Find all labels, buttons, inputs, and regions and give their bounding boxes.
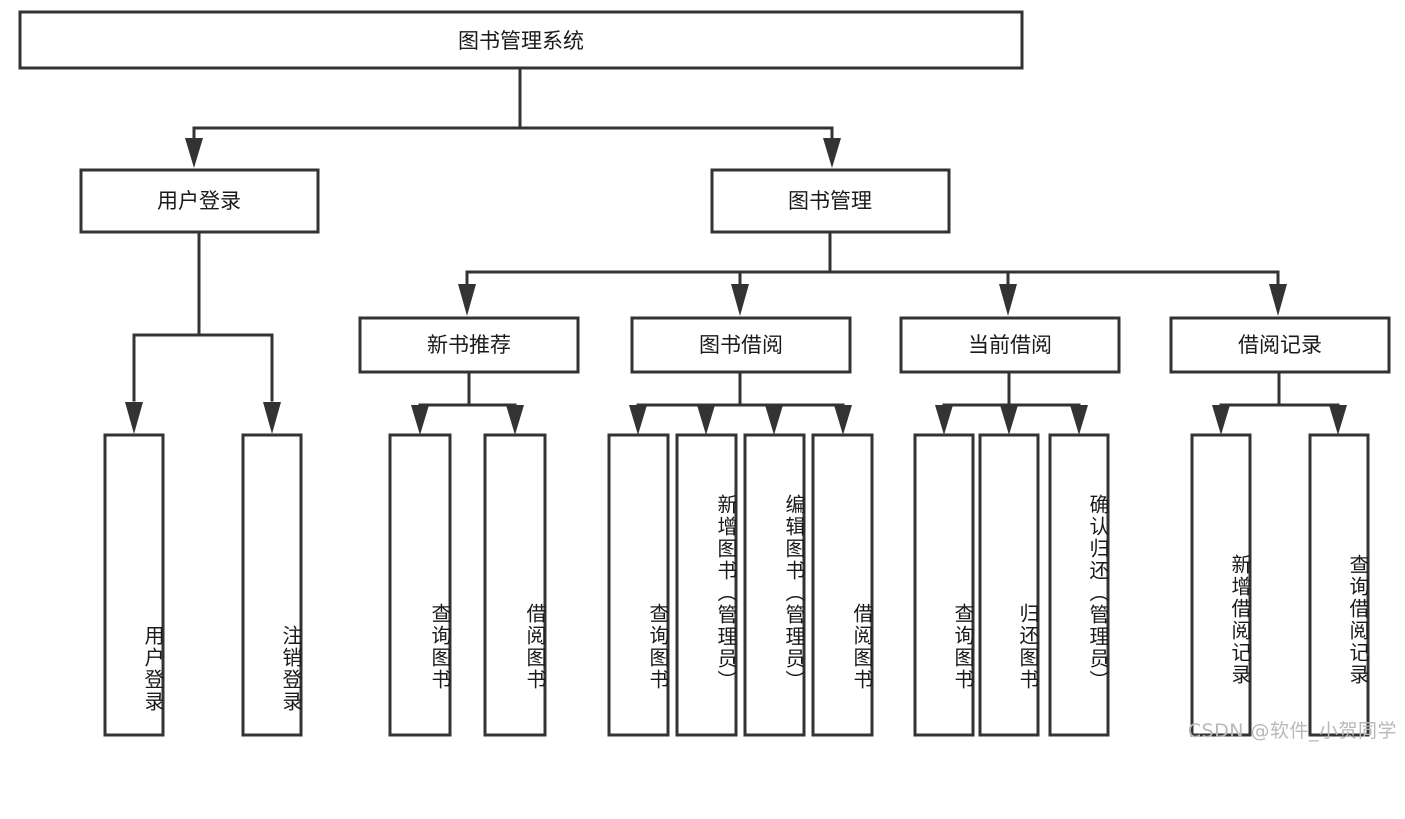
node-book-borrow-label: 图书借阅 [699, 333, 783, 357]
connector-userlogin-to-leaves [125, 230, 281, 434]
leaf-box-new-book-1[interactable] [388, 433, 452, 737]
diagram-svg: 图书管理系统 用户登录 图书管理 新书推荐 图书借阅 当前借阅 借阅记录 [18, 10, 1391, 737]
node-borrow-record[interactable]: 借阅记录 [1169, 316, 1391, 374]
arrow-head-icon [935, 405, 953, 435]
leaf-box-user-login-2[interactable] [241, 433, 303, 737]
node-root[interactable]: 图书管理系统 [18, 10, 1024, 70]
node-book-management[interactable]: 图书管理 [710, 168, 951, 234]
arrow-head-icon [697, 405, 715, 435]
connector-bookmgmt-to-level3 [458, 230, 1287, 316]
arrow-head-icon [506, 405, 524, 435]
node-book-management-label: 图书管理 [788, 189, 872, 213]
connector-borrowrecord-to-leaves [1212, 370, 1347, 435]
arrow-head-icon [823, 138, 841, 168]
arrow-head-icon [125, 402, 143, 434]
watermark-text: CSDN @软件_小贺同学 [1187, 720, 1397, 742]
leaf-box-new-book-2[interactable] [483, 433, 547, 737]
node-current-borrow-label: 当前借阅 [968, 333, 1052, 357]
arrow-head-icon [263, 402, 281, 434]
arrow-head-icon [629, 405, 647, 435]
node-new-book-recommend-label: 新书推荐 [427, 333, 511, 357]
arrow-head-icon [731, 284, 749, 316]
leaf-box-borrow-record-2[interactable] [1308, 433, 1370, 737]
node-root-label: 图书管理系统 [458, 29, 584, 53]
connector-newbook-to-leaves [411, 370, 524, 435]
arrow-head-icon [411, 405, 429, 435]
arrow-head-icon [999, 284, 1017, 316]
node-current-borrow[interactable]: 当前借阅 [899, 316, 1121, 374]
node-book-borrow[interactable]: 图书借阅 [630, 316, 852, 374]
node-borrow-record-label: 借阅记录 [1238, 333, 1322, 357]
node-user-login[interactable]: 用户登录 [79, 168, 320, 234]
arrow-head-icon [1329, 405, 1347, 435]
connector-currentborrow-to-leaves [935, 370, 1088, 435]
node-new-book-recommend[interactable]: 新书推荐 [358, 316, 580, 374]
arrow-head-icon [185, 138, 203, 168]
node-user-login-label: 用户登录 [157, 189, 241, 213]
leaf-box-borrow-record-1[interactable] [1190, 433, 1252, 737]
leaf-box-current-borrow-1[interactable] [913, 433, 975, 737]
leaf-box-current-borrow-2[interactable] [978, 433, 1040, 737]
leaf-box-user-login-1[interactable] [103, 433, 165, 737]
leaf-box-book-borrow-3[interactable] [743, 433, 806, 737]
leaf-box-book-borrow-4[interactable] [811, 433, 874, 737]
arrow-head-icon [1269, 284, 1287, 316]
diagram-canvas: 图书管理系统 用户登录 图书管理 新书推荐 图书借阅 当前借阅 借阅记录 [18, 10, 1397, 742]
arrow-head-icon [1000, 405, 1018, 435]
leaf-box-current-borrow-3[interactable] [1048, 433, 1110, 737]
arrow-head-icon [765, 405, 783, 435]
arrow-head-icon [458, 284, 476, 316]
connector-root-to-level2 [185, 66, 841, 168]
connector-bookborrow-to-leaves [629, 370, 852, 435]
leaf-box-book-borrow-2[interactable] [675, 433, 738, 737]
arrow-head-icon [1070, 405, 1088, 435]
arrow-head-icon [1212, 405, 1230, 435]
leaf-box-book-borrow-1[interactable] [607, 433, 670, 737]
arrow-head-icon [834, 405, 852, 435]
